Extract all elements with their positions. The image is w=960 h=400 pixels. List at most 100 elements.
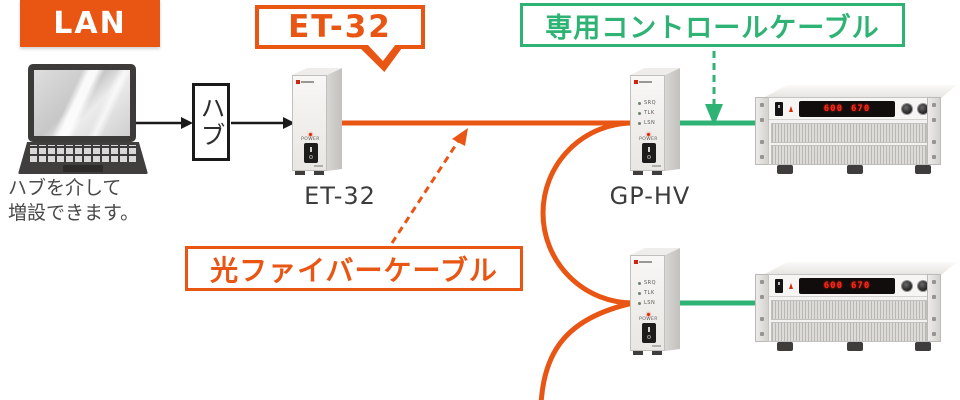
note-line-1: ハブを介して (8, 177, 122, 199)
led-row: SRQ (638, 280, 656, 286)
rack-hole-icon (932, 118, 936, 122)
led-dot-icon (638, 111, 641, 115)
led-dot-icon (638, 101, 641, 105)
psu-top-face (763, 262, 957, 275)
power-lamp-icon (309, 133, 312, 136)
psu-power-switch (775, 102, 783, 116)
gphv-device-front: SRQ TLK LSN POWER (630, 75, 665, 171)
rack-hole-icon (760, 280, 764, 284)
rack-hole-icon (932, 103, 936, 107)
power-lamp-icon (647, 133, 650, 136)
psu-top-face (763, 85, 957, 98)
gphv-device-2: SRQ TLK LSN POWER (630, 248, 680, 358)
control-label-pointer-arrow (705, 51, 723, 126)
rack-hole-icon (760, 332, 764, 336)
fiber-cable-lines (319, 120, 643, 400)
psu-knob-icon (901, 103, 913, 115)
note-line-2: 増設できます。 (8, 201, 140, 224)
et32-device: POWER (292, 68, 342, 178)
gphv-device-side (665, 68, 680, 171)
led-row: TLK (638, 110, 656, 116)
switch-off-mark-icon (308, 155, 313, 159)
power-switch (641, 323, 656, 343)
laptop-screen (28, 64, 136, 142)
switch-on-mark-icon (647, 327, 650, 332)
led-dot-icon (638, 301, 641, 305)
gphv-device-top (630, 68, 680, 75)
gphv-device-top (630, 248, 680, 255)
psu-power-switch (775, 279, 783, 293)
power-label: POWER (639, 317, 658, 322)
et32-device-front: POWER (292, 75, 327, 171)
rack-ear-right (927, 274, 941, 342)
rack-hole-icon (760, 118, 764, 122)
device-foot (652, 351, 662, 355)
laptop-illustration (18, 62, 148, 174)
psu-grille (771, 300, 927, 320)
fiber-cable-label: 光ファイバーケーブル (185, 246, 523, 291)
model-print (652, 345, 661, 347)
led-row: TLK (638, 290, 656, 296)
gphv-led-block: SRQ TLK LSN (638, 100, 656, 126)
psu-indicator-icon (789, 283, 793, 289)
hub-expansion-note: ハブを介して 増設できます。 (8, 176, 139, 225)
psu-foot (777, 165, 793, 174)
rack-hole-icon (932, 295, 936, 299)
et32-caption: ET-32 (304, 182, 376, 210)
psu-current-readout: 670 (851, 281, 871, 291)
led-row: SRQ (638, 100, 656, 106)
power-supply-2: 600 670 (755, 262, 957, 354)
led-label: LSN (644, 300, 656, 306)
switch-on-mark-icon (309, 147, 312, 152)
psu-control-strip: 600 670 (769, 275, 929, 297)
led-label: TLK (644, 290, 655, 296)
rack-hole-icon (932, 280, 936, 284)
psu-voltage-readout: 600 (823, 281, 843, 291)
psu-front-panel: 600 670 (768, 97, 929, 165)
rack-hole-icon (932, 332, 936, 336)
psu-indicator-icon (789, 106, 793, 112)
device-foot (652, 171, 662, 175)
device-foot (314, 171, 324, 175)
et32-device-top (292, 68, 342, 75)
model-print (652, 165, 661, 167)
hub-label: ハブ (197, 95, 226, 149)
rack-hole-icon (932, 155, 936, 159)
psu-front-panel: 600 670 (768, 274, 929, 342)
fiber-label-pointer-arrow (390, 128, 468, 244)
power-switch (641, 143, 656, 163)
device-foot (633, 351, 643, 355)
hub-box: ハブ (192, 83, 230, 161)
psu-grille (771, 322, 927, 342)
psu-foot (847, 165, 863, 174)
switch-off-mark-icon (646, 335, 651, 339)
psu-foot (915, 165, 931, 174)
et32-power-block: POWER (293, 133, 328, 163)
power-switch (303, 143, 318, 163)
switch-off-mark-icon (646, 155, 651, 159)
psu-grille (771, 145, 927, 165)
lan-badge: LAN (20, 0, 160, 47)
psu-display: 600 670 (799, 278, 895, 294)
rack-hole-icon (932, 140, 936, 144)
rack-ear-left (755, 274, 769, 342)
led-label: SRQ (644, 100, 657, 106)
arrow-laptop-to-hub (134, 117, 193, 129)
led-dot-icon (638, 291, 641, 295)
et32-device-side (327, 68, 342, 171)
laptop-base (18, 142, 148, 174)
laptop-touchpad (63, 165, 103, 172)
psu-foot (915, 342, 931, 351)
rack-hole-icon (760, 295, 764, 299)
control-cable-label: 専用コントロールケーブル (520, 3, 905, 47)
gphv-device-front: SRQ TLK LSN POWER (630, 255, 665, 351)
led-label: TLK (644, 110, 655, 116)
power-supply-1: 600 670 (755, 85, 957, 177)
psu-voltage-readout: 600 (823, 104, 843, 114)
rack-ear-left (755, 97, 769, 165)
laptop-screen-glass (34, 70, 130, 136)
rack-hole-icon (760, 140, 764, 144)
led-dot-icon (638, 281, 641, 285)
power-lamp-icon (647, 313, 650, 316)
